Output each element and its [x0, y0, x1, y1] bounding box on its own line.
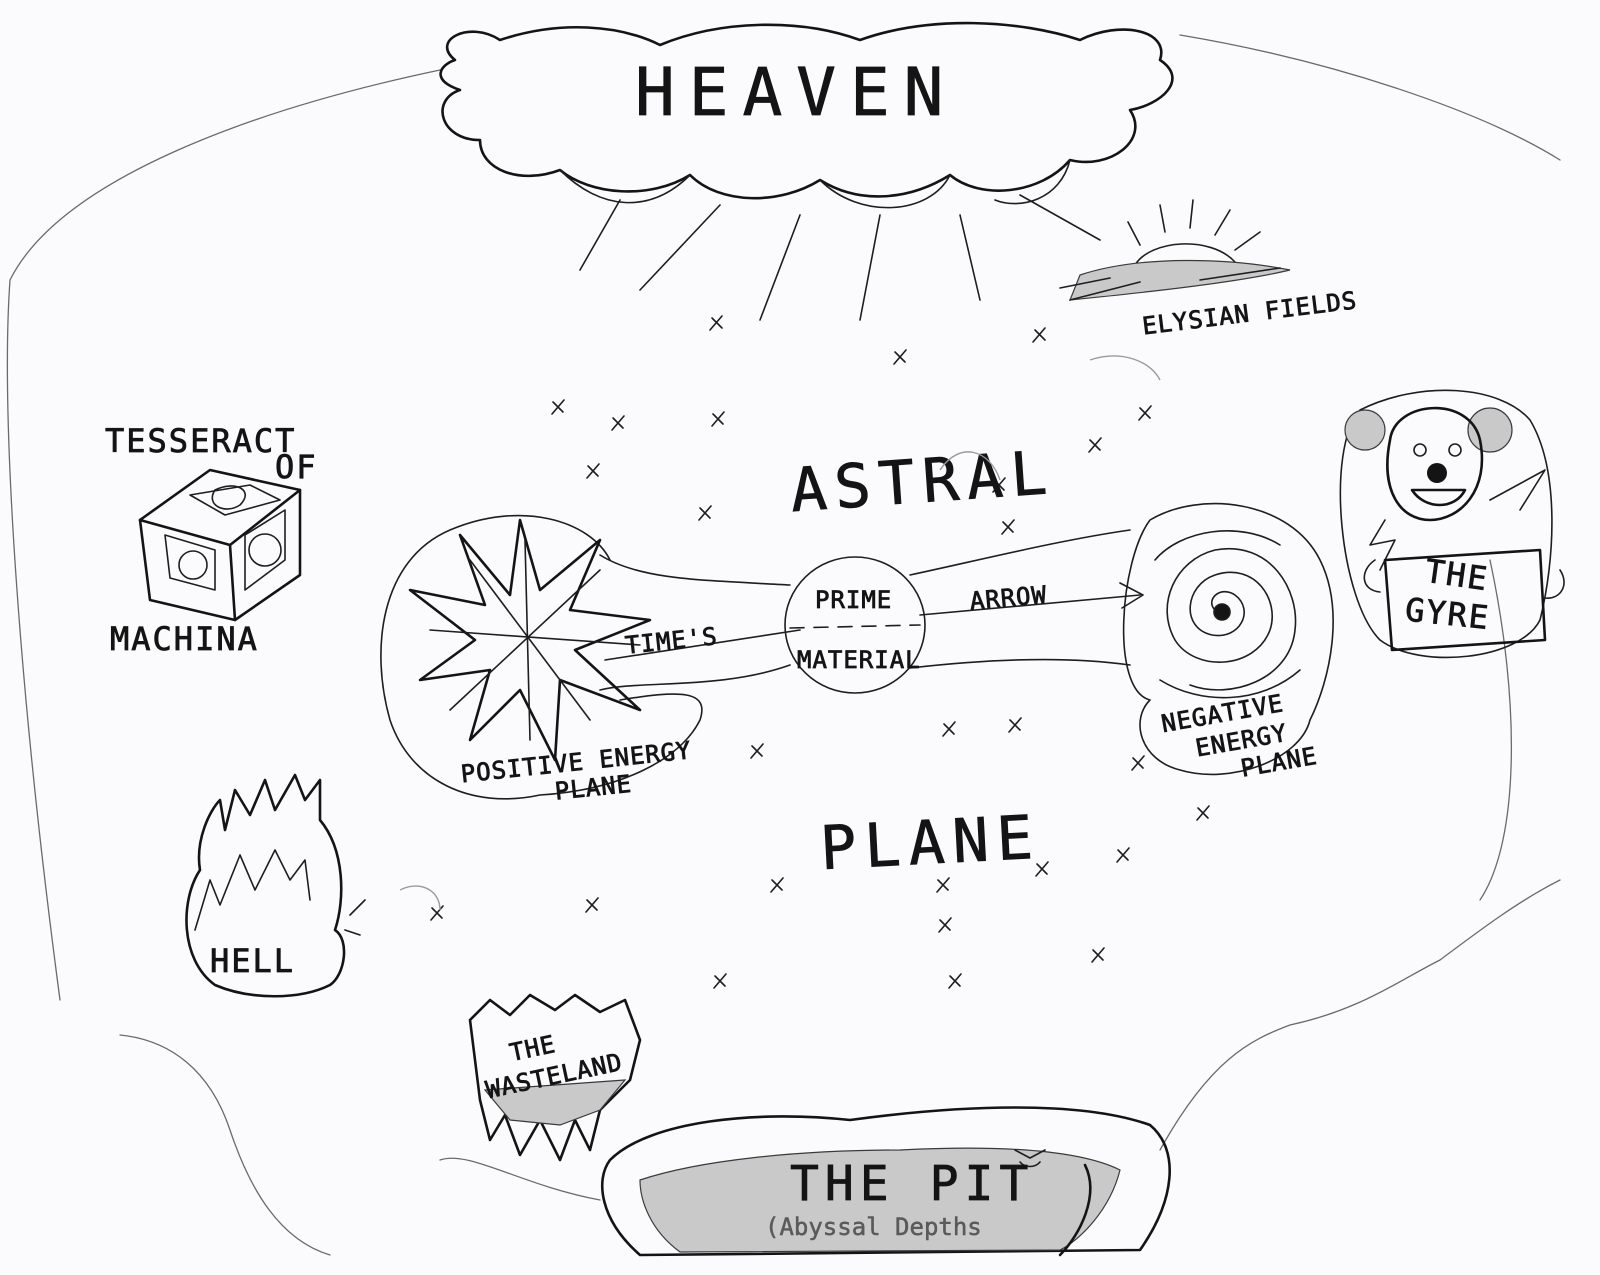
astral-band	[599, 529, 1131, 691]
negative-plane-outline	[1122, 502, 1334, 776]
star-icon	[698, 505, 712, 521]
arrow-label: ARROW	[969, 581, 1048, 616]
gyre-sign	[1383, 548, 1547, 652]
star-icon	[1008, 717, 1022, 733]
cube-icon	[138, 468, 302, 622]
positive-plane-outline	[380, 514, 703, 800]
times-arrow-shaft	[604, 594, 1141, 661]
wasteland-label-1: THE	[507, 1030, 558, 1067]
gyre-bubble	[1339, 389, 1553, 659]
star-field	[430, 315, 1210, 989]
the-pit: THE PIT (Abyssal Depths	[600, 1106, 1171, 1257]
star-icon	[1032, 327, 1046, 343]
star-icon	[1116, 847, 1130, 863]
gyre-label-1: THE	[1423, 552, 1491, 599]
star-icon	[551, 399, 565, 415]
star-icon	[586, 463, 600, 479]
tesseract-of-machina: TESSERACT OF MACHINA	[105, 422, 318, 659]
ice-crag-icon	[468, 993, 642, 1162]
spiral-galaxy-icon	[1154, 530, 1301, 699]
positive-energy-plane: POSITIVE ENERGY PLANE	[380, 514, 703, 806]
tesseract-label: TESSERACT	[105, 422, 296, 460]
star-icon	[942, 721, 956, 737]
star-icon	[611, 415, 625, 431]
star-icon	[1131, 755, 1145, 771]
star-icon	[1091, 947, 1105, 963]
star-icon	[770, 877, 784, 893]
gyre-label-2: GYRE	[1403, 590, 1492, 637]
prime-material-circle	[784, 556, 926, 694]
star-icon	[709, 315, 723, 331]
star-icon	[948, 973, 962, 989]
star-icon	[430, 905, 444, 921]
sketch-marks	[399, 355, 1161, 911]
star-icon	[938, 917, 952, 933]
prime-label: PRIME	[815, 586, 892, 614]
material-label: MATERIAL	[797, 646, 921, 674]
star-icon	[711, 411, 725, 427]
lower-boundary	[119, 879, 1561, 1256]
pit-sub-label: (Abyssal Depths	[765, 1213, 982, 1241]
elysian-fields: ELYSIAN FIELDS	[1059, 199, 1359, 341]
star-icon	[713, 973, 727, 989]
star-icon	[585, 897, 599, 913]
star-icon	[1196, 805, 1210, 821]
astral-label: ASTRAL	[788, 438, 1057, 526]
prime-material-plane: PRIME MATERIAL	[784, 556, 926, 694]
heaven-rays	[579, 194, 1101, 321]
star-icon	[750, 743, 764, 759]
tesseract-of-label: OF	[275, 448, 318, 486]
machina-label: MACHINA	[110, 620, 259, 658]
star-icon	[1001, 519, 1015, 535]
starburst-icon	[408, 518, 652, 762]
star-icon	[1088, 437, 1102, 453]
star-icon	[1035, 861, 1049, 877]
hell-label: HELL	[210, 942, 295, 980]
the-gyre: THE GYRE	[1339, 389, 1565, 659]
plane-label: PLANE	[819, 803, 1043, 884]
astral-boundary	[6, 34, 1561, 1001]
heaven-cloud: HEAVEN	[439, 21, 1174, 321]
the-wasteland: THE WASTELAND	[468, 993, 642, 1162]
hell: HELL	[185, 773, 366, 998]
star-icon	[893, 349, 907, 365]
sun-icon	[1127, 199, 1261, 266]
pit-label: THE PIT	[790, 1156, 1034, 1212]
clown-icon	[1344, 406, 1565, 599]
negative-energy-plane: NEGATIVE ENERGY PLANE	[1122, 502, 1334, 783]
heaven-label: HEAVEN	[635, 54, 957, 131]
star-icon	[992, 477, 1006, 493]
cloud-icon	[439, 21, 1174, 200]
elysian-fields-label: ELYSIAN FIELDS	[1141, 286, 1359, 340]
flame-icon	[185, 773, 346, 998]
star-icon	[1138, 405, 1152, 421]
star-icon	[936, 877, 950, 893]
pit-icon	[600, 1106, 1171, 1257]
times-label: TIME'S	[624, 622, 719, 660]
